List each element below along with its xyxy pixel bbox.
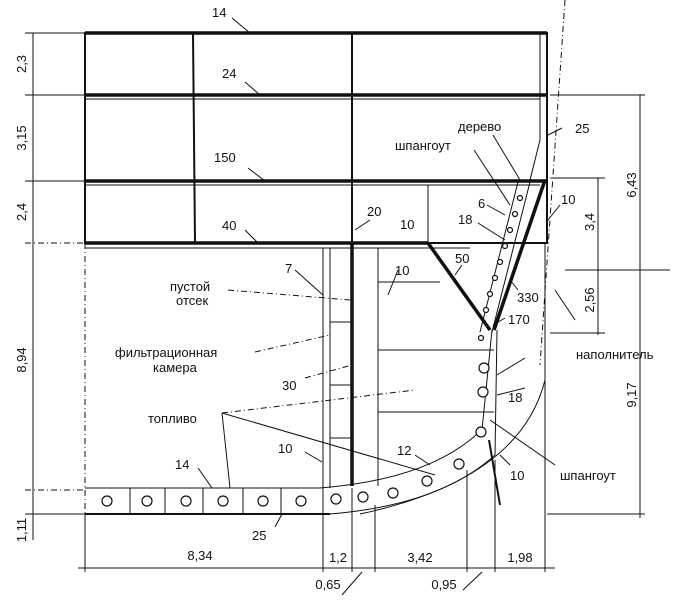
callout-labels: 14 24 150 40 20 10 25 дерево шпангоут 6 … bbox=[115, 5, 654, 543]
dim-right-6-43: 6,43 bbox=[624, 172, 639, 197]
dimension-values: 2,3 3,15 2,4 8,94 1,11 3,4 2,56 6,43 9,1… bbox=[14, 55, 639, 592]
label-filter-1: фильтрационная bbox=[115, 345, 217, 360]
dim-left-2-4: 2,4 bbox=[14, 203, 29, 221]
label-stiffener: 10 bbox=[400, 217, 414, 232]
label-bulkhead: 20 bbox=[367, 204, 381, 219]
label-170: 170 bbox=[508, 312, 530, 327]
label-top-plate: 14 bbox=[212, 5, 226, 20]
label-deck3: 40 bbox=[222, 218, 236, 233]
label-10b: 10 bbox=[395, 263, 409, 278]
upper-structure bbox=[84, 31, 548, 249]
label-18a: 18 bbox=[458, 212, 472, 227]
label-frame-top: шпангоут bbox=[395, 138, 451, 153]
label-330: 330 bbox=[517, 290, 539, 305]
dim-bottom-8-34: 8,34 bbox=[187, 548, 212, 563]
dim-left-3-15: 3,15 bbox=[14, 125, 29, 150]
dimension-lines bbox=[25, 32, 670, 596]
label-fuel: топливо bbox=[148, 411, 197, 426]
dim-left-8-94: 8,94 bbox=[14, 347, 29, 372]
dim-bottom-0-95: 0,95 bbox=[431, 577, 456, 592]
label-6: 6 bbox=[478, 196, 485, 211]
label-12: 12 bbox=[397, 443, 411, 458]
dim-bottom-1-98: 1,98 bbox=[507, 550, 532, 565]
label-14b: 14 bbox=[175, 457, 189, 472]
dim-right-9-17: 9,17 bbox=[624, 382, 639, 407]
label-30: 30 bbox=[282, 378, 296, 393]
label-empty-1: пустой bbox=[170, 279, 210, 294]
leader-lines bbox=[197, 0, 576, 528]
label-25b: 25 bbox=[252, 528, 266, 543]
label-empty-2: отсек bbox=[176, 293, 208, 308]
dim-right-3-4: 3,4 bbox=[582, 213, 597, 231]
label-18b: 18 bbox=[508, 390, 522, 405]
label-10c: 10 bbox=[278, 441, 292, 456]
lower-hull bbox=[84, 179, 547, 515]
dim-bottom-1-2: 1,2 bbox=[329, 550, 347, 565]
label-filter-2: камера bbox=[153, 360, 198, 375]
label-deck2: 150 bbox=[214, 150, 236, 165]
label-7: 7 bbox=[285, 261, 292, 276]
dim-left-1-11: 1,11 bbox=[14, 518, 29, 542]
label-frame-bottom: шпангоут bbox=[560, 468, 616, 483]
label-10d: 10 bbox=[510, 468, 524, 483]
label-filler: наполнитель bbox=[576, 347, 654, 362]
dim-bottom-3-42: 3,42 bbox=[407, 550, 432, 565]
lightening-holes bbox=[101, 194, 524, 507]
dim-left-2-3: 2,3 bbox=[14, 55, 29, 73]
label-wood: дерево bbox=[458, 119, 501, 134]
label-side-25: 25 bbox=[575, 121, 589, 136]
label-10-side: 10 bbox=[561, 192, 575, 207]
label-deck1: 24 bbox=[222, 66, 236, 81]
dim-right-2-56: 2,56 bbox=[582, 287, 597, 312]
label-50: 50 bbox=[455, 251, 469, 266]
dim-bottom-0-65: 0,65 bbox=[315, 577, 340, 592]
